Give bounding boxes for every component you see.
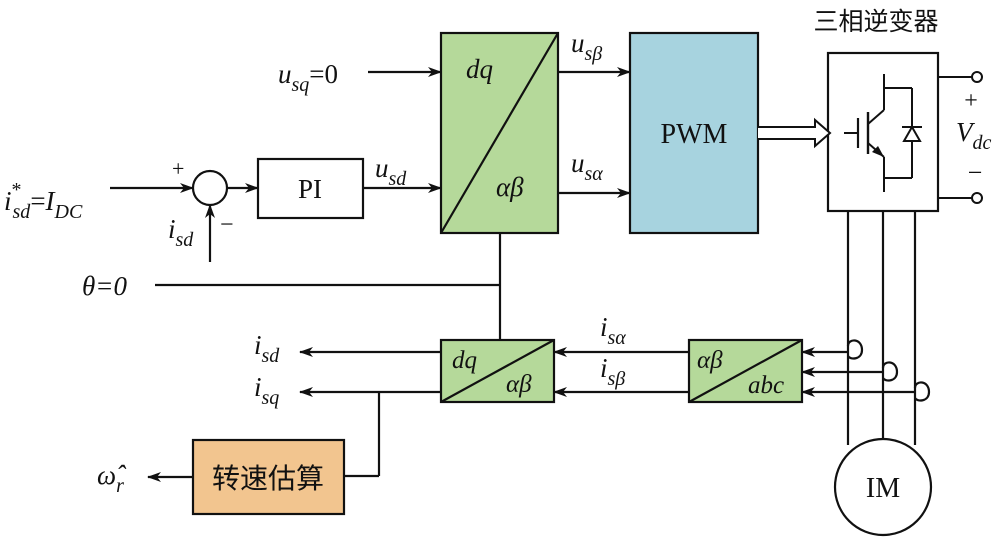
- omega-sub: r: [116, 475, 124, 497]
- usq-rhs: =0: [309, 59, 338, 89]
- isbeta-main: i: [600, 353, 608, 383]
- usalpha-sub: sα: [585, 163, 604, 185]
- dq-label: dq: [466, 54, 493, 84]
- sum-plus-sign: +: [172, 156, 184, 181]
- isd-feedback-label: isd: [168, 214, 194, 251]
- isd-ref-label: i*sd=IDC: [4, 179, 83, 223]
- usq-main: u: [278, 59, 292, 89]
- isalpha-label: isα: [600, 312, 626, 349]
- isq-output-label: isq: [254, 372, 279, 409]
- induction-motor: IM: [833, 437, 933, 537]
- isd-ref-sub: sd: [13, 201, 32, 223]
- vdc-minus-sign: −: [968, 158, 983, 187]
- usbeta-main: u: [571, 28, 585, 58]
- usbeta-sub: sβ: [585, 43, 603, 65]
- usalpha-main: u: [571, 148, 585, 178]
- isd-ref-rhs-sub: DC: [54, 201, 83, 223]
- isalpha-main: i: [600, 312, 608, 342]
- summing-junction: [191, 169, 229, 207]
- isd-ref-sup: *: [12, 179, 22, 201]
- usq-sub: sq: [292, 74, 310, 96]
- three-phase-inverter: 三相逆变器 + Vdc −: [813, 7, 992, 213]
- usalpha-label: usα: [571, 148, 603, 185]
- isd-output-label: isd: [254, 330, 280, 367]
- isbeta-label: isβ: [600, 353, 625, 390]
- isd-ref-main: i: [4, 186, 12, 216]
- speed-estimator-block: 转速估算: [191, 438, 346, 516]
- theta-label: θ=0: [82, 271, 127, 301]
- pwm-label: PWM: [661, 119, 728, 150]
- usd-sub: sd: [389, 168, 408, 190]
- sum-minus-sign: −: [220, 212, 234, 238]
- inv-dq-label: dq: [452, 347, 477, 374]
- usd-main: u: [375, 153, 389, 183]
- isd-ref-eq: =: [30, 186, 45, 216]
- pi-label: PI: [298, 174, 322, 204]
- inverter-title: 三相逆变器: [813, 7, 938, 36]
- vdc-label: Vdc: [956, 117, 992, 154]
- isd-ref-rhs: I: [45, 186, 57, 216]
- vdc-main: V: [956, 117, 976, 147]
- vdc-sub: dc: [973, 132, 992, 154]
- isd-out-sub: sd: [262, 345, 281, 367]
- isq-out-sub: sq: [262, 387, 280, 409]
- clarke-abc-label: abc: [748, 372, 784, 399]
- isd-fb-main: i: [168, 214, 176, 244]
- clarke-alphabeta-label: αβ: [697, 347, 723, 374]
- motor-label: IM: [866, 473, 900, 504]
- pwm-block: PWM: [628, 31, 760, 235]
- isd-fb-sub: sd: [176, 229, 195, 251]
- alphabeta-to-dq-block: dq αβ: [439, 338, 556, 404]
- usd-label: usd: [375, 153, 407, 190]
- usbeta-label: usβ: [571, 28, 602, 65]
- isq-out-main: i: [254, 372, 262, 402]
- inv-alphabeta-label: αβ: [506, 371, 532, 398]
- isd-out-main: i: [254, 330, 262, 360]
- vdc-plus-sign: +: [964, 88, 978, 114]
- isbeta-sub: sβ: [608, 368, 626, 390]
- alphabeta-label: αβ: [496, 172, 524, 202]
- abc-to-alphabeta-block: αβ abc: [687, 338, 804, 404]
- signal-wires: [110, 67, 931, 482]
- dq-to-alphabeta-block: dq αβ: [439, 31, 560, 235]
- isalpha-sub: sα: [608, 327, 627, 349]
- pi-controller-block: PI: [256, 157, 365, 220]
- speed-estimator-label: 转速估算: [212, 462, 324, 495]
- omega-estimate-label: ω̂r: [97, 460, 127, 497]
- usq-label: usq=0: [278, 59, 338, 96]
